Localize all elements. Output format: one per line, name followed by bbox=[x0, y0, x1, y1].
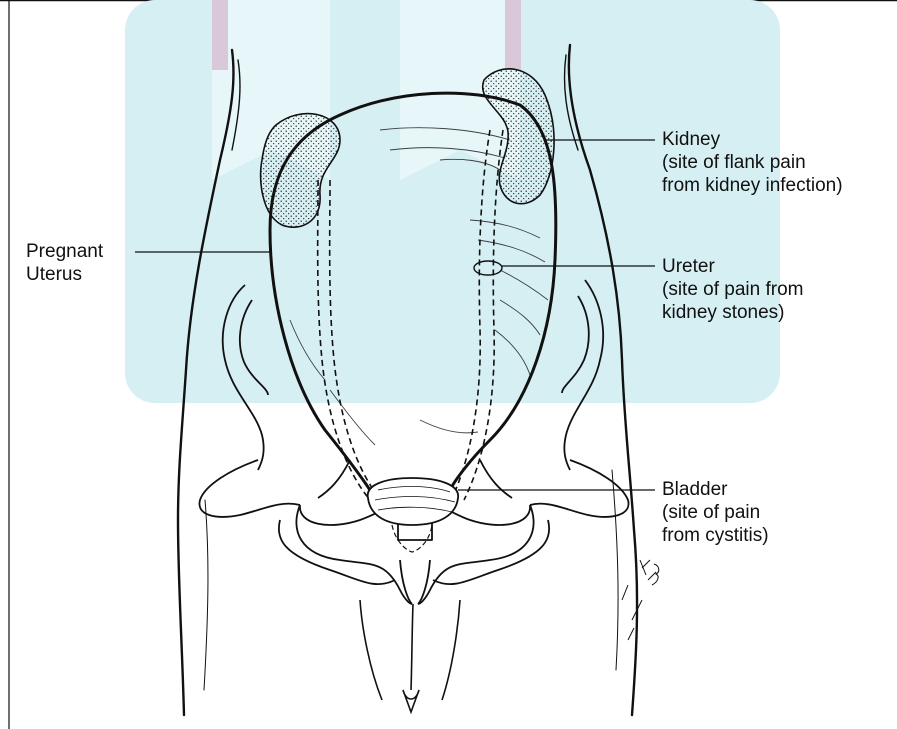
label-ureter-line2: (site of pain from bbox=[662, 278, 804, 301]
label-ureter-line1: Ureter bbox=[662, 255, 804, 278]
label-bladder-line2: (site of pain bbox=[662, 501, 769, 524]
label-uterus: Pregnant Uterus bbox=[26, 240, 103, 286]
label-bladder-line3: from cystitis) bbox=[662, 524, 769, 547]
label-kidney: Kidney (site of flank pain from kidney i… bbox=[662, 128, 843, 197]
label-uterus-line1: Pregnant bbox=[26, 240, 103, 263]
label-bladder: Bladder (site of pain from cystitis) bbox=[662, 478, 769, 547]
artist-signature bbox=[622, 560, 659, 640]
lower-torso-lines bbox=[360, 600, 460, 712]
label-ureter: Ureter (site of pain from kidney stones) bbox=[662, 255, 804, 324]
label-kidney-line3: from kidney infection) bbox=[662, 174, 843, 197]
label-uterus-line2: Uterus bbox=[26, 263, 103, 286]
label-kidney-line2: (site of flank pain bbox=[662, 151, 843, 174]
label-ureter-line3: kidney stones) bbox=[662, 301, 804, 324]
label-bladder-line1: Bladder bbox=[662, 478, 769, 501]
label-kidney-line1: Kidney bbox=[662, 128, 843, 151]
